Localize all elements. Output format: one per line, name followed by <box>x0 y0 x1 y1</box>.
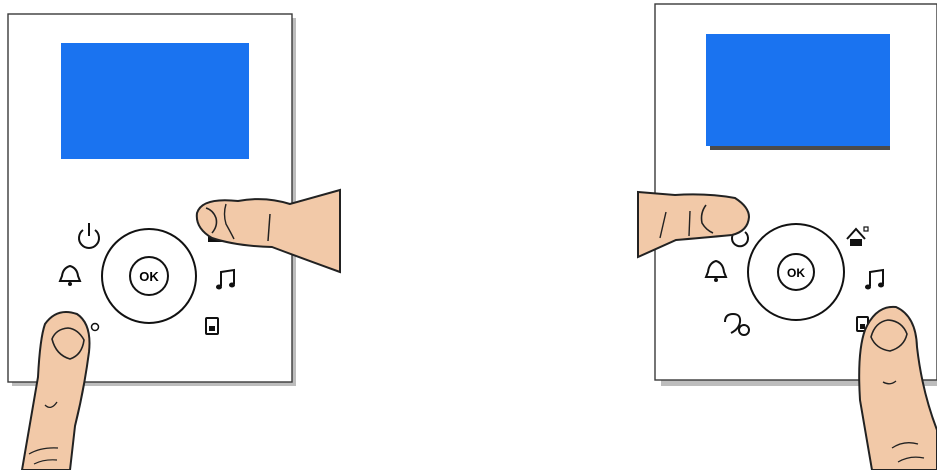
left-screen <box>61 43 249 159</box>
left-bottom-finger <box>20 311 91 470</box>
right-ok-button[interactable] <box>777 253 815 291</box>
right-power-icon[interactable] <box>731 231 749 248</box>
left-ok-button[interactable] <box>129 256 169 296</box>
right-left-finger <box>637 190 751 259</box>
right-music-note-icon[interactable] <box>865 268 884 290</box>
left-ok-label: OK <box>139 269 159 284</box>
music-note-icon[interactable] <box>216 268 235 290</box>
left-device: OK <box>7 13 341 470</box>
right-screen <box>706 34 890 146</box>
power-icon[interactable] <box>78 223 100 249</box>
right-bottom-finger <box>858 305 937 470</box>
bell-icon[interactable] <box>58 264 82 286</box>
right-key-icon[interactable] <box>724 312 750 336</box>
intercom-icon[interactable] <box>205 317 219 335</box>
right-home-icon[interactable] <box>846 226 869 246</box>
right-bell-icon[interactable] <box>704 259 728 282</box>
right-ok-label: OK <box>787 266 805 280</box>
right-device: OK <box>637 3 937 470</box>
left-right-finger <box>195 188 341 274</box>
key-icon[interactable] <box>90 322 100 332</box>
